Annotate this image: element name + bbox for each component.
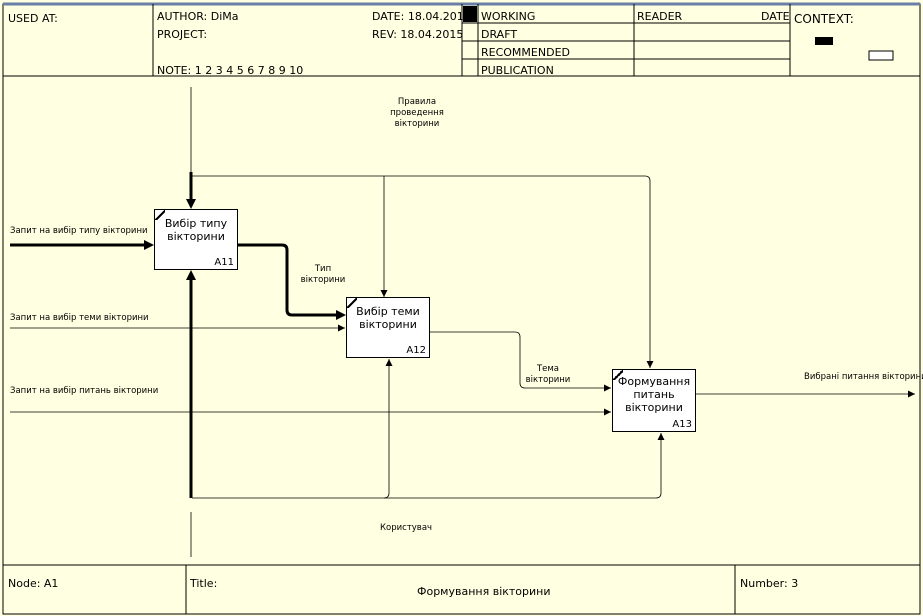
- activity-number-a11: A11: [214, 257, 234, 268]
- box-corner-mark: [155, 210, 165, 220]
- reader-date-label: DATE: [761, 10, 790, 23]
- project-field: PROJECT:: [157, 28, 208, 41]
- mechanism-arrow-a12: [192, 359, 393, 499]
- footer-diagram-title: Формування вікторини: [417, 585, 551, 598]
- theme-arrow: [430, 331, 611, 392]
- label-mechanism-user: Користувач: [380, 523, 433, 533]
- status-recommended: RECOMMENDED: [481, 46, 570, 59]
- used-at-label: USED AT:: [8, 12, 58, 25]
- author-field: AUTHOR: DiMa: [157, 10, 239, 23]
- status-publication: PUBLICATION: [481, 64, 554, 77]
- activity-number-a12: A12: [406, 345, 426, 356]
- reader-label: READER: [637, 10, 683, 23]
- footer-node: Node: A1: [8, 577, 59, 590]
- date-field: DATE: 18.04.2015: [372, 10, 471, 23]
- status-working: WORKING: [481, 10, 536, 23]
- footer-title-label: Title:: [190, 577, 218, 590]
- label-output-questions: Вибрані питання вікторини: [804, 372, 923, 382]
- note-field: NOTE: 1 2 3 4 5 6 7 8 9 10: [157, 64, 304, 77]
- bold-type-arrow: [238, 243, 340, 317]
- label-theme: Тема вікторини: [525, 364, 571, 385]
- label-input-theme-request: Запит на вибір теми вікторини: [10, 313, 149, 323]
- activity-title-a13: Формування питань вікторини: [617, 375, 691, 414]
- status-draft: DRAFT: [481, 28, 518, 41]
- box-corner-mark: [347, 298, 357, 308]
- rev-field: REV: 18.04.2015: [372, 28, 464, 41]
- context-label: CONTEXT:: [794, 12, 854, 26]
- mechanism-arrow-a13: [384, 433, 665, 499]
- label-input-type-request: Запит на вибір типу вікторини: [10, 226, 148, 236]
- control-arrow-a13: [192, 175, 654, 368]
- activity-title-a12: Вибір теми вікторини: [356, 305, 420, 331]
- footer-number: Number: 3: [740, 577, 799, 590]
- activity-title-a11: Вибір типу вікторини: [164, 217, 228, 243]
- activity-box-a11[interactable]: Вибір типу вікторини A11: [154, 209, 238, 270]
- label-control-rules: Правила проведення вікторини: [390, 97, 444, 129]
- box-corner-mark: [613, 370, 623, 380]
- activity-box-a13[interactable]: Формування питань вікторини A13: [612, 369, 696, 432]
- label-input-questions-request: Запит на вибір питань вікторини: [10, 386, 159, 396]
- activity-number-a13: A13: [672, 419, 692, 430]
- label-type: Тип вікторини: [300, 264, 346, 285]
- activity-box-a12[interactable]: Вибір теми вікторини A12: [346, 297, 430, 358]
